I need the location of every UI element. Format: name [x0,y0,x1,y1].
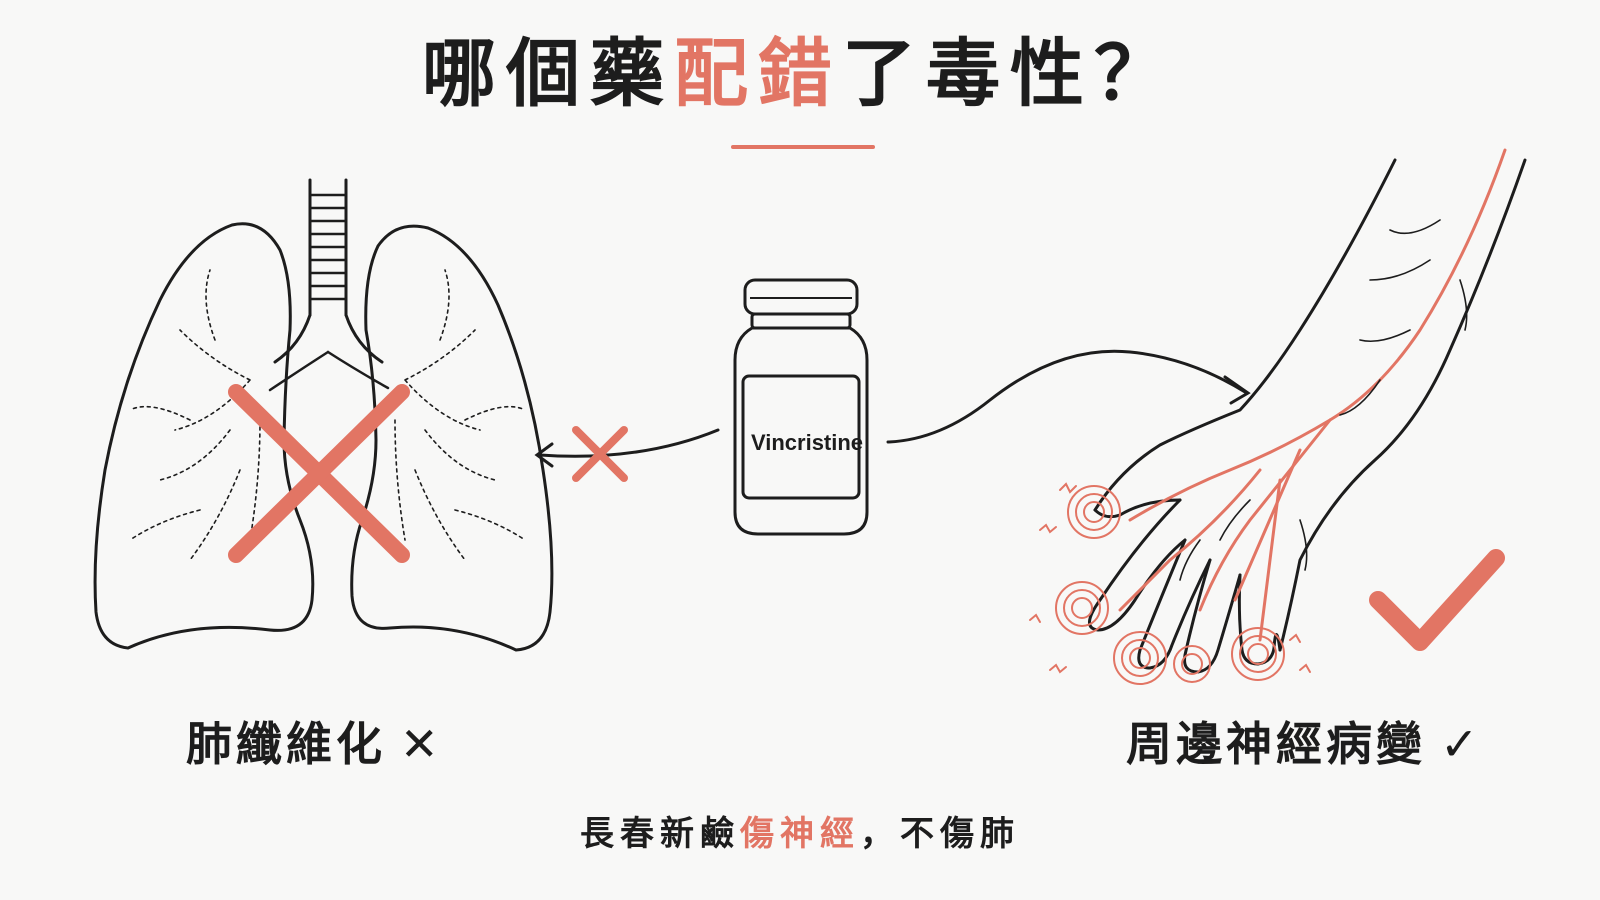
title-part-1: 哪個藥 [422,31,674,117]
title-part-2: 了毒性？ [842,31,1178,117]
branch-lines [1179,219,1468,581]
right-bronchi [394,269,526,561]
title-underline [731,145,875,149]
arrow-to-lungs [534,428,720,468]
trachea [268,178,390,392]
vial-illustration [733,278,869,536]
page-title: 哪個藥配錯了毒性？ [0,30,1600,119]
vial-label-box [741,374,861,500]
right-panel-label: 周邊神經病變 ✓ [1126,708,1483,774]
cross-icon: ✕ [400,717,443,771]
tingling-rings [1055,485,1285,685]
check-icon: ✓ [1440,717,1483,771]
vial-neck [750,312,852,330]
left-label-text: 肺纖維化 [186,717,386,771]
footer-part-1: 長春新鹼 [580,814,740,854]
nerve-lines [1118,148,1507,642]
footer-caption: 長春新鹼傷神經，不傷肺 [0,806,1600,855]
right-lung [350,224,554,652]
arrow-to-arm [886,349,1251,444]
footer-part-2: ，不傷肺 [860,814,1020,854]
title-highlight: 配錯 [674,31,842,117]
left-lung [93,222,315,650]
drug-name-label: Vincristine [750,430,864,455]
left-panel-label: 肺纖維化 ✕ [186,708,443,774]
left-bronchi [129,269,261,561]
footer-highlight: 傷神經 [740,814,860,854]
small-x-mark [572,426,628,482]
big-check-mark [1369,549,1505,651]
lungs-illustration [93,178,554,652]
right-label-text: 周邊神經病變 [1126,717,1426,771]
tingling-sparks [1029,482,1311,674]
vial-body [733,326,869,536]
big-x-mark [228,384,410,563]
